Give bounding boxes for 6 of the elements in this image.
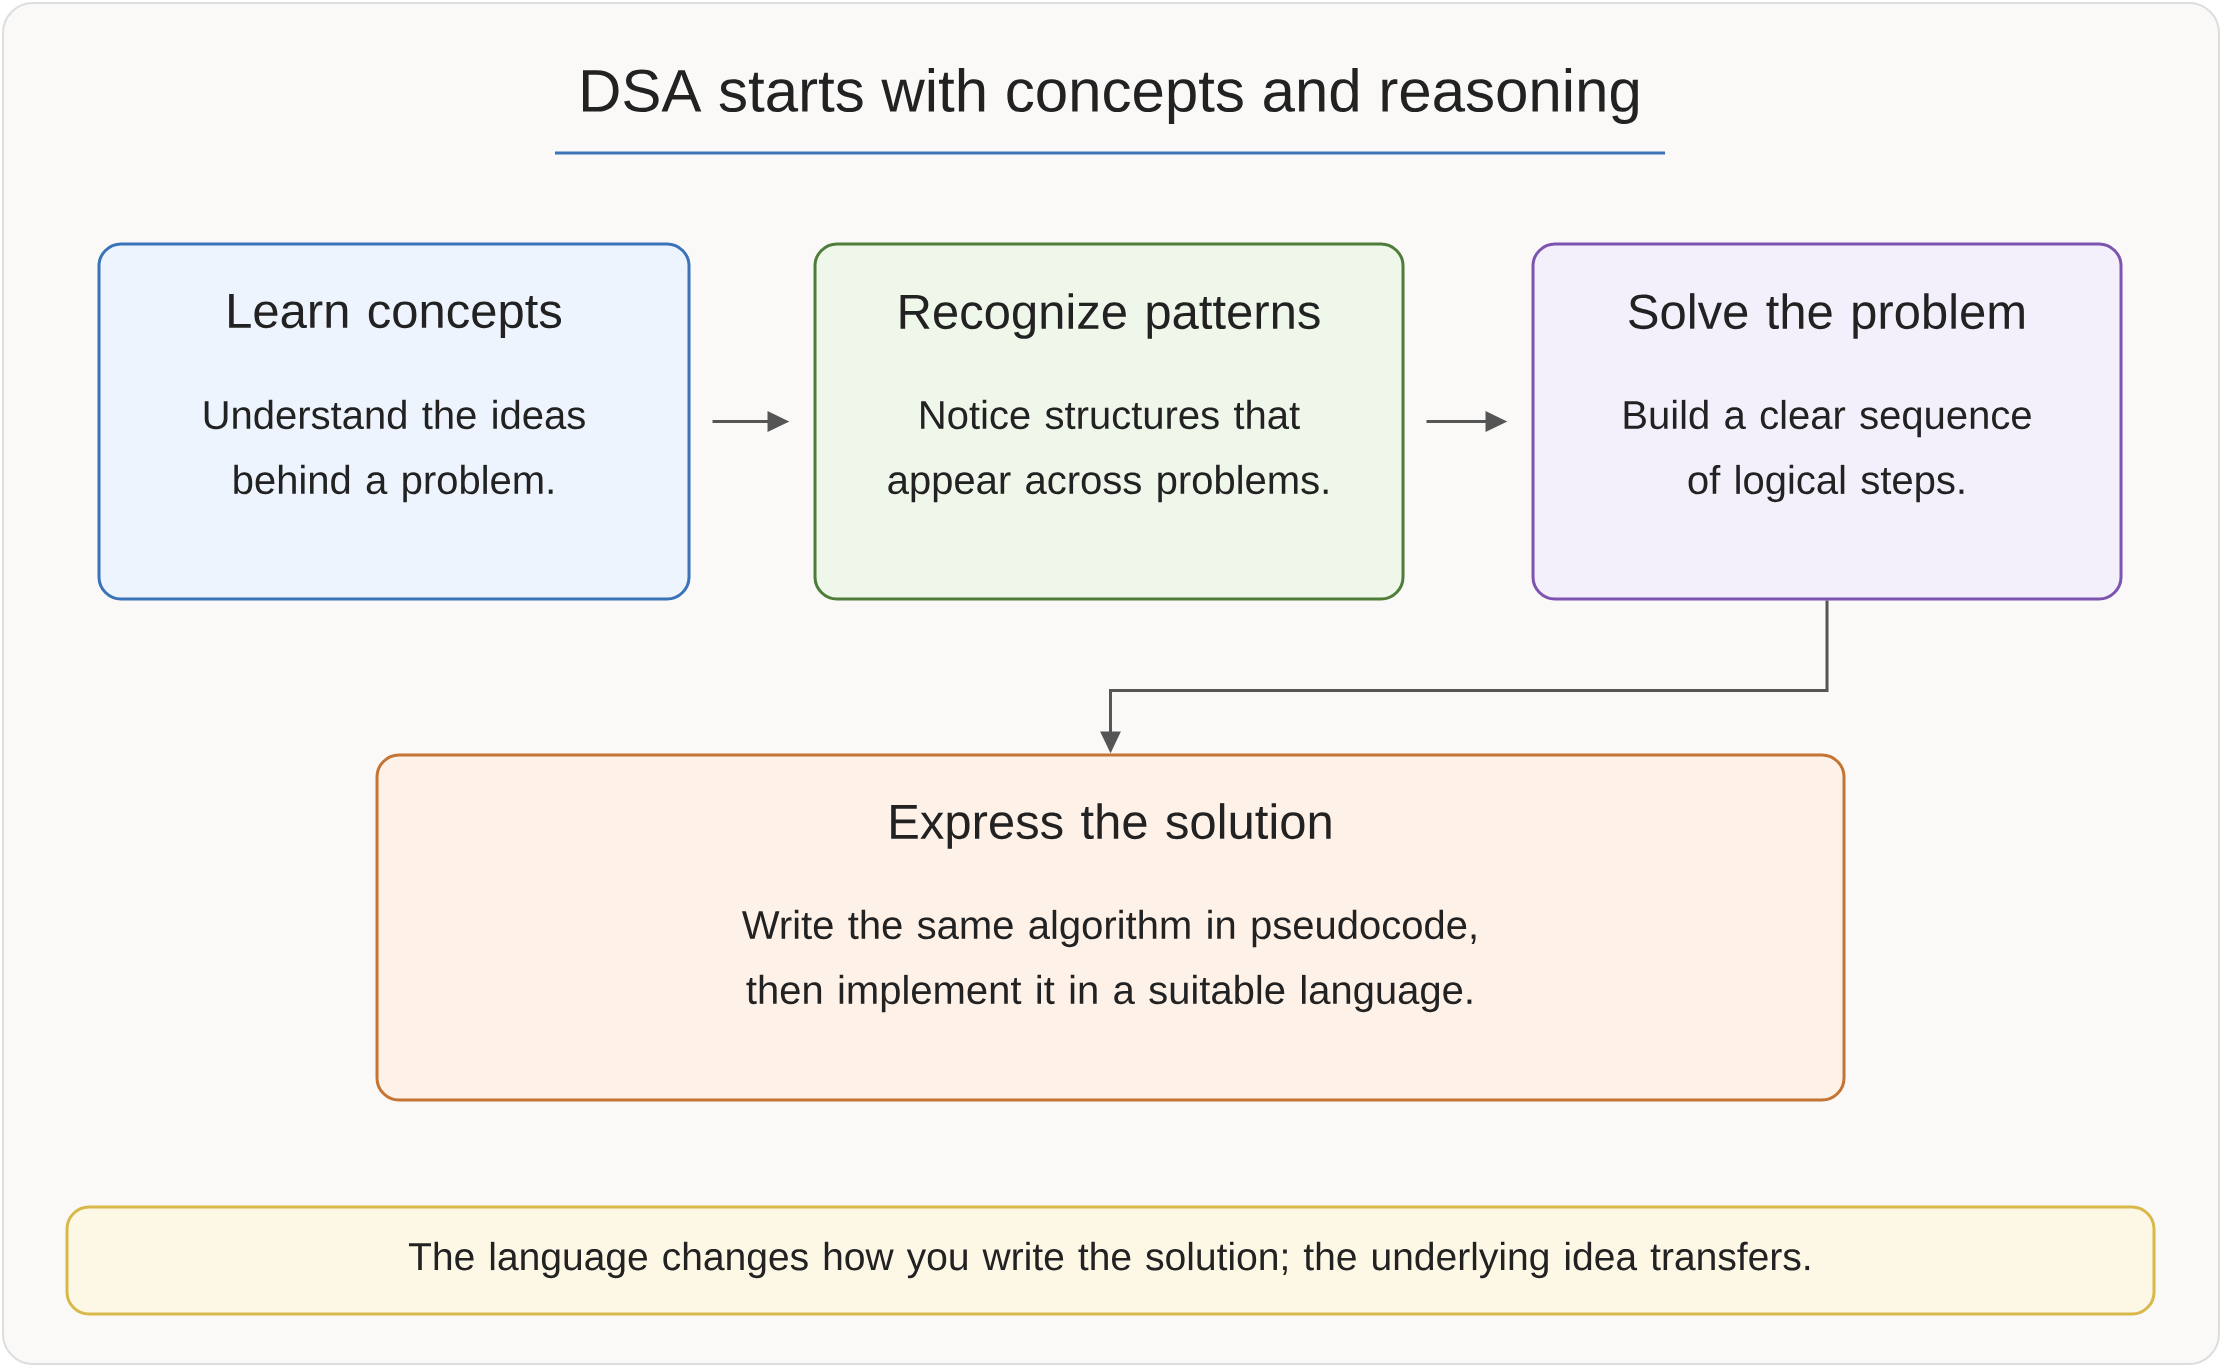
title: DSA starts with concepts and reasoning xyxy=(583,68,1638,124)
process-box: Express the solution Write the same algorithm in pseudocode, then implement it in a suitable language. xyxy=(375,753,1846,1102)
process-box: Recognize patterns Notice structures that appear across problems. xyxy=(813,242,1405,601)
note-box: The language changes how you write the solution; the underlying idea transfers. xyxy=(65,1205,2156,1316)
process-box: Learn concepts Understand the ideas behind a problem. xyxy=(97,242,691,601)
process-box: Solve the problem Build a clear sequence of logical steps. xyxy=(1531,242,2123,601)
